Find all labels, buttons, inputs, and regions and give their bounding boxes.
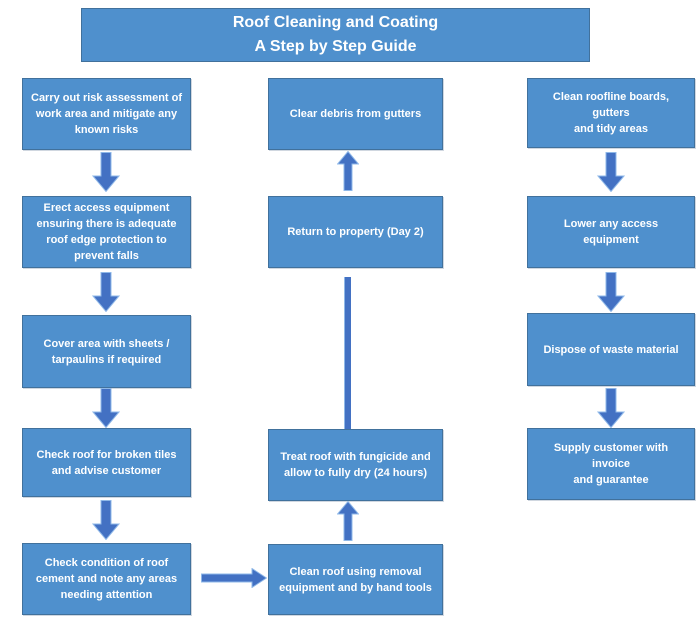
step-risk-assessment: Carry out risk assessment of work area a… [22,78,191,150]
step-erect-access-equipment: Erect access equipment ensuring there is… [22,196,191,268]
step-dispose-waste: Dispose of waste material [527,313,695,386]
down-arrow-icon [597,272,625,312]
step-cover-area: Cover area with sheets / tarpaulins if r… [22,315,191,388]
up-arrow-icon [337,151,359,191]
down-arrow-icon [597,388,625,428]
down-arrow-icon [92,272,120,312]
up-arrow-icon [337,501,359,541]
vertical-connector-line [344,277,351,429]
step-treat-roof-fungicide: Treat roof with fungicide and allow to f… [268,429,443,501]
down-arrow-icon [597,152,625,192]
down-arrow-icon [92,500,120,540]
down-arrow-icon [92,152,120,192]
right-arrow-icon [201,568,267,588]
step-return-to-property: Return to property (Day 2) [268,196,443,268]
step-clean-roofline-boards: Clean roofline boards, gutters and tidy … [527,78,695,148]
down-arrow-icon [92,388,120,428]
flowchart-title: Roof Cleaning and Coating A Step by Step… [81,8,590,62]
step-supply-invoice: Supply customer with invoice and guarant… [527,428,695,500]
step-check-broken-tiles: Check roof for broken tiles and advise c… [22,428,191,497]
step-check-roof-cement: Check condition of roof cement and note … [22,543,191,615]
step-clean-roof: Clean roof using removal equipment and b… [268,544,443,615]
step-clear-debris-gutters: Clear debris from gutters [268,78,443,150]
step-lower-access-equipment: Lower any access equipment [527,196,695,268]
